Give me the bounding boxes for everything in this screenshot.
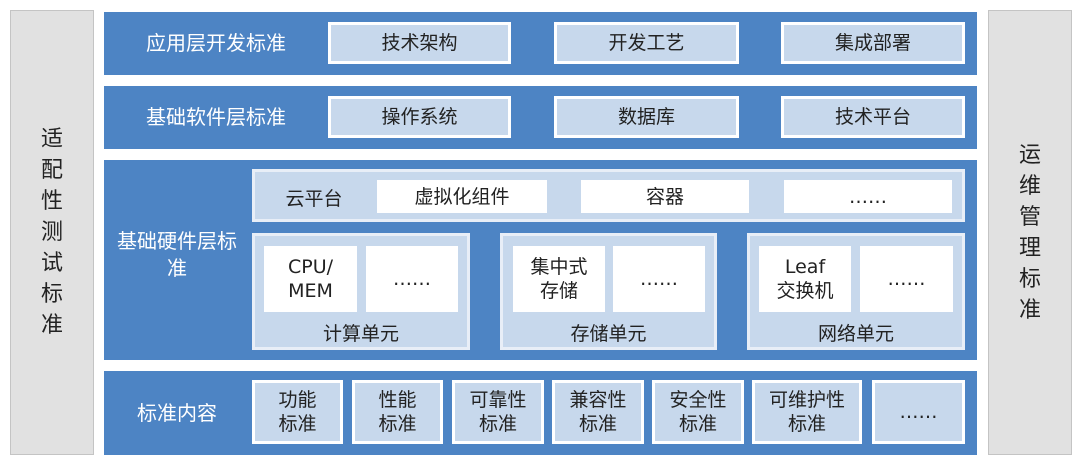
app-item: 开发工艺 (554, 22, 739, 64)
standard-item: 可靠性标准 (452, 380, 544, 444)
software-item: 操作系统 (328, 96, 511, 138)
software-item: 技术平台 (781, 96, 965, 138)
standard-item: 功能标准 (252, 380, 343, 444)
storage-unit-label: 存储单元 (570, 323, 647, 345)
storage-item: 集中式存储 (513, 246, 605, 312)
cloud-item: 虚拟化组件 (377, 180, 547, 213)
compute-item: CPU/ MEM (264, 246, 357, 312)
compute-item: …… (366, 246, 458, 312)
standard-item: 可维护性标准 (752, 380, 862, 444)
app-item: 技术架构 (328, 22, 511, 64)
network-unit-label: 网络单元 (817, 323, 894, 345)
network-item: Leaf 交换机 (759, 246, 851, 312)
adaptation-test-standard-panel: 适配性测试标准 (10, 10, 94, 455)
left-side-label: 适配性测试标准 (40, 127, 63, 338)
compute-unit-label: 计算单元 (322, 323, 399, 345)
network-item: …… (860, 246, 953, 312)
cloud-item: 容器 (581, 180, 749, 213)
ops-management-standard-panel: 运维管理标准 (988, 10, 1072, 455)
right-side-label: 运维管理标准 (1018, 142, 1041, 323)
hardware-layer-label: 基础硬件层标准 (117, 229, 237, 280)
standard-item: …… (872, 380, 965, 444)
standards-label: 标准内容 (137, 400, 217, 425)
software-layer-label: 基础软件层标准 (146, 105, 286, 129)
standard-item: 性能标准 (352, 380, 443, 444)
software-item: 数据库 (554, 96, 739, 138)
standard-item: 兼容性标准 (552, 380, 644, 444)
cloud-item: …… (784, 180, 952, 213)
app-layer-label: 应用层开发标准 (146, 31, 286, 55)
cloud-platform-label: 云平台 (285, 188, 343, 210)
app-item: 集成部署 (781, 22, 965, 64)
standard-item: 安全性标准 (652, 380, 744, 444)
storage-item: …… (613, 246, 705, 312)
